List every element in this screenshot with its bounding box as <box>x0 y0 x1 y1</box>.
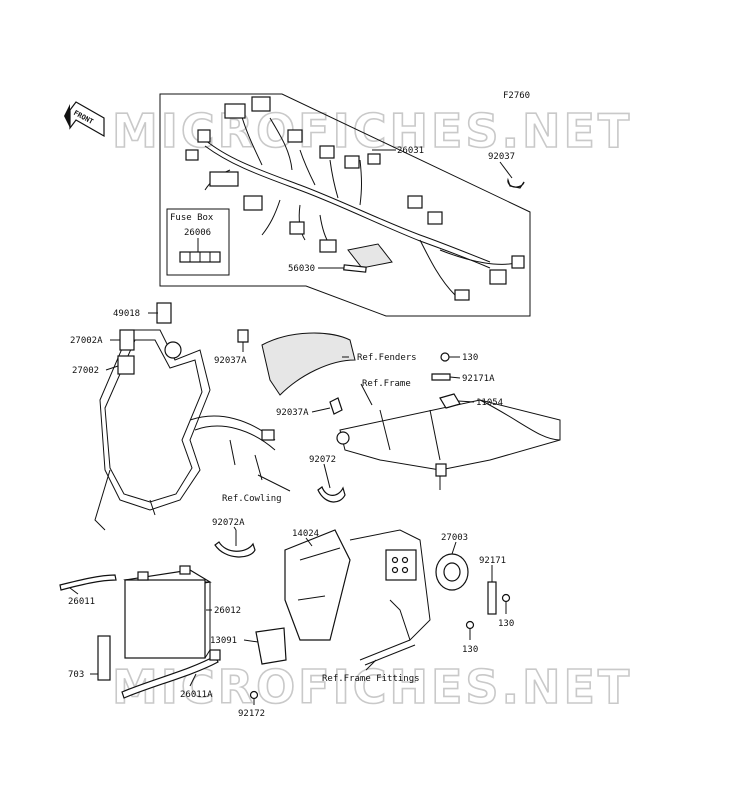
callout-92037: 92037 <box>488 152 515 162</box>
horn-plate <box>385 549 417 581</box>
part-27002 <box>117 355 135 375</box>
ref-frame-fittings: Ref.Frame Fittings <box>322 674 420 684</box>
callout-92172: 92172 <box>238 709 265 719</box>
connector-i <box>367 153 381 165</box>
battery-26012 <box>123 565 212 659</box>
connector-a <box>224 103 246 119</box>
connector-c <box>287 129 303 143</box>
callout-26011: 26011 <box>68 597 95 607</box>
fender-panel <box>261 332 356 396</box>
callout-92037A-2: 92037A <box>276 408 309 418</box>
mount-ring <box>164 341 182 359</box>
band-92072 <box>317 486 346 503</box>
tie-92072A <box>214 541 256 558</box>
bracket-11054 <box>439 393 461 409</box>
callout-92171A: 92171A <box>462 374 495 384</box>
callout-27003: 27003 <box>441 533 468 543</box>
callout-130-3: 130 <box>462 645 478 655</box>
lead-26011 <box>59 574 117 591</box>
frame-tab <box>261 429 275 441</box>
nut-130-top <box>440 352 450 362</box>
tube-703 <box>97 635 111 681</box>
part-27002A <box>119 329 135 351</box>
front-arrow-icon: FRONT <box>64 101 105 138</box>
connector-d <box>197 129 211 143</box>
figure-code: F2760 <box>503 91 530 101</box>
ref-frame: Ref.Frame <box>362 379 411 389</box>
callout-26031: 26031 <box>397 146 424 156</box>
callout-14024: 14024 <box>292 529 319 539</box>
callout-703: 703 <box>68 670 84 680</box>
fuse-box-title: Fuse Box <box>170 213 214 223</box>
harness-group-outline <box>159 93 531 317</box>
callout-92072A: 92072A <box>212 518 245 528</box>
horn-bracket <box>349 529 431 641</box>
callout-27002: 27002 <box>72 366 99 376</box>
part-56030 <box>343 264 367 273</box>
callout-27002A: 27002A <box>70 336 103 346</box>
ecu-module <box>347 243 393 269</box>
connector-p <box>454 289 470 301</box>
ref-cowling: Ref.Cowling <box>222 494 282 504</box>
fuse-box-part: 26006 <box>184 228 211 238</box>
callout-26011A: 26011A <box>180 690 213 700</box>
bracket-92171A <box>431 373 451 381</box>
clip-92037A-1 <box>237 329 249 343</box>
fuse-box-inset <box>166 208 230 276</box>
connector-j <box>289 221 305 235</box>
connector-k <box>319 239 337 253</box>
callout-92171: 92171 <box>479 556 506 566</box>
relay-block <box>209 171 239 187</box>
connector-h <box>344 155 360 169</box>
connector-n <box>489 269 507 285</box>
front-frame-bracket <box>94 329 276 531</box>
part-49018 <box>156 302 172 324</box>
bracket-13091 <box>255 627 287 665</box>
frame-bushing <box>336 431 350 445</box>
callout-130-2: 130 <box>498 619 514 629</box>
callout-56030: 56030 <box>288 264 315 274</box>
connector-g <box>319 145 335 159</box>
callout-13091: 13091 <box>210 636 237 646</box>
frame-block <box>435 463 447 477</box>
bolt-92172 <box>249 690 259 700</box>
ref-fenders: Ref.Fenders <box>357 353 417 363</box>
strap-92171 <box>487 581 497 615</box>
connector-f <box>243 195 263 211</box>
connector-b <box>251 96 271 112</box>
cover-14024 <box>284 529 351 641</box>
callout-92037A-1: 92037A <box>214 356 247 366</box>
callout-92072: 92072 <box>309 455 336 465</box>
main-wiring-harness <box>185 96 525 301</box>
callout-11054: 11054 <box>476 398 503 408</box>
clip-92037 <box>507 177 525 189</box>
bolt-130-bottom <box>465 620 475 630</box>
rear-frame <box>336 399 561 490</box>
connector-l <box>407 195 423 209</box>
callout-49018: 49018 <box>113 309 140 319</box>
connector-m <box>427 211 443 225</box>
connector-o <box>511 255 525 269</box>
clip-92037A-2 <box>329 397 343 415</box>
callout-26012: 26012 <box>214 606 241 616</box>
leader-lines <box>69 149 513 705</box>
bolt-130-right <box>501 593 511 603</box>
lead-26011A <box>121 655 219 699</box>
callout-130-1: 130 <box>462 353 478 363</box>
connector-e <box>185 149 199 161</box>
